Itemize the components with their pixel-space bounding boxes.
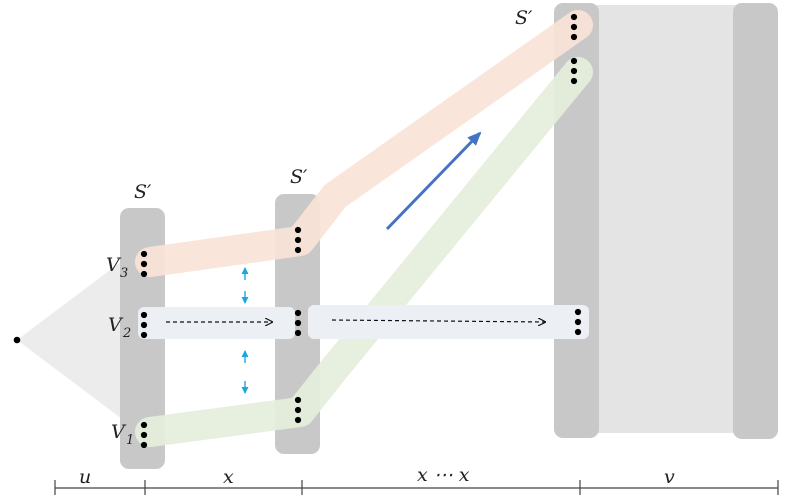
v2-band-right	[308, 305, 589, 339]
v1-subscript: 1	[126, 433, 134, 448]
v3-label: V	[106, 254, 122, 276]
fan-region	[17, 240, 150, 440]
s-prime-label-2: S′	[290, 166, 308, 188]
v2-label: V	[108, 314, 124, 336]
segment-label-x-dots-x: x ⋯ x	[417, 464, 470, 486]
s-prime-label-1: S′	[134, 181, 152, 203]
v3-subscript: 3	[120, 266, 128, 281]
v1-label: V	[111, 421, 127, 443]
v2-subscript: 2	[122, 326, 131, 341]
segment-label-v: v	[664, 466, 675, 488]
s-prime-label-3: S′	[515, 7, 533, 29]
segment-axis	[54, 480, 779, 495]
v1-band	[135, 57, 593, 447]
v2-band-left	[138, 307, 295, 339]
dashed-arrow-2	[331, 320, 545, 322]
v-column-right	[733, 3, 778, 439]
left-vertex	[13, 336, 21, 344]
v3-band	[135, 10, 593, 277]
segment-label-x: x	[223, 466, 234, 488]
vertex-dots	[13, 13, 582, 449]
blue-arrow	[385, 131, 482, 231]
segment-label-u: u	[79, 466, 91, 488]
v-block-light	[596, 5, 741, 433]
